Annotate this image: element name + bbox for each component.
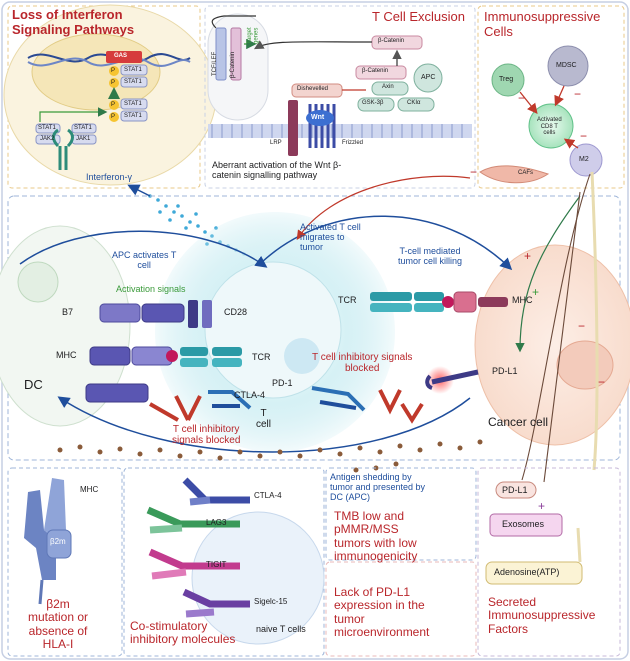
inhibitory-blocked-left: T cell inhibitory signals blocked	[172, 424, 241, 447]
stat1-label-2: STAT1	[124, 79, 142, 85]
beta-catenin-top-label: β-Catenin	[378, 38, 405, 44]
pd1-label: PD-1	[272, 378, 293, 388]
axin-label: Axin	[382, 84, 394, 90]
b2m-shape-label: β2m	[50, 537, 66, 546]
exosomes-label: Exosomes	[502, 519, 545, 529]
t-cell-label: T cell	[256, 408, 272, 431]
minus-m2: −	[580, 129, 588, 143]
frizzled-label: Frizzled	[342, 140, 364, 146]
stat1-receptor-left: STAT1	[38, 125, 56, 131]
m2-label: M2	[579, 156, 589, 163]
beta-catenin-nuclear-label: β-Catenin	[230, 51, 236, 78]
cafs-label: CAFs	[518, 170, 533, 176]
wnt-label: Wnt	[311, 114, 325, 121]
beta-catenin-complex-label: β-Catenin	[362, 68, 389, 74]
lack-pdl1-caption: Lack of PD-L1 expression in the tumor mi…	[334, 585, 430, 640]
stat1-label-4: STAT1	[124, 113, 142, 119]
b2m-mhc-label: MHC	[80, 485, 99, 494]
ctla4-bottom-label: CTLA-4	[254, 491, 282, 500]
activation-signals-label: Activation signals	[116, 284, 186, 294]
plus-green: +	[532, 285, 540, 299]
plus-red: +	[524, 249, 532, 263]
tmb-caption: TMB low and pMMR/MSS tumors with low imm…	[334, 509, 418, 564]
mhc-left-label: MHC	[56, 350, 77, 360]
jak2-label: JAK2	[40, 136, 55, 142]
apc-activates-label: APC activates T cell	[112, 250, 177, 271]
tcr-right-label: TCR	[338, 295, 357, 305]
costim-caption: Co-stimulatory inhibitory molecules	[130, 619, 236, 647]
wnt-pathway-caption: Aberrant activation of the Wnt β- cateni…	[212, 160, 342, 181]
tigit-label: TIGIT	[206, 560, 227, 569]
secreted-caption: Secreted Immunosuppressive Factors	[488, 595, 596, 636]
p-label-4: P	[111, 114, 116, 120]
p-label-1: P	[111, 68, 116, 74]
treg-label: Treg	[499, 76, 514, 83]
p-label-2: P	[111, 80, 116, 86]
cd28-label: CD28	[224, 307, 248, 317]
pdl1-label: PD-L1	[492, 366, 518, 376]
cancer-cell-label: Cancer cell	[488, 415, 549, 429]
minus-treg: −	[518, 91, 526, 105]
target-genes-label: Target genes	[247, 27, 260, 44]
cd8-t-cells-label: Activated CD8 T cells	[537, 117, 562, 137]
dc-label: DC	[24, 377, 43, 392]
mhc-right-label: MHC	[512, 295, 533, 305]
minus-mdsc: −	[574, 87, 582, 101]
antigen-shedding-label: Antigen shedding by tumor and presented …	[330, 472, 426, 503]
minus-cancer-2: −	[598, 375, 606, 389]
tcf-lef-label: TCF/LEF	[212, 51, 218, 76]
tumor-killing-label: T-cell mediated tumor cell killing	[398, 246, 463, 267]
naive-t-cells-label: naive T cells	[256, 624, 306, 634]
ck1a-label: CKIα	[407, 100, 421, 106]
b7-label: B7	[62, 307, 74, 317]
minus-cancer-1: −	[578, 319, 586, 333]
tcr-left-label: TCR	[252, 352, 271, 362]
stat1-label-3: STAT1	[124, 101, 142, 107]
gsk3b-label: GSK-3β	[362, 100, 384, 106]
suppressive-panel-title: Immunosuppressive Cells	[484, 9, 601, 39]
mdsc-label: MDSC	[556, 62, 577, 69]
stat1-label-1: STAT1	[124, 67, 142, 73]
p-label-3: P	[111, 102, 116, 108]
exclusion-panel-title: T Cell Exclusion	[372, 9, 465, 24]
minus-cafs: −	[470, 165, 478, 179]
stat1-receptor-right: STAT1	[74, 125, 92, 131]
dishevelled-label: Dishevelled	[297, 86, 329, 92]
pdl1-exosome-label: PD-L1	[502, 485, 528, 495]
gas-label: GAS	[114, 53, 128, 59]
apc-label: APC	[421, 74, 436, 81]
lag3-label: LAG3	[206, 518, 227, 527]
inhibitory-blocked-right: T cell inhibitory signals blocked	[312, 352, 413, 375]
ctla4-label: CTLA-4	[234, 390, 266, 400]
adenosine-label: Adenosine(ATP)	[494, 567, 560, 577]
interferon-panel-title: Loss of Interferon Signaling Pathways	[12, 7, 135, 37]
activated-migrates-label: Activated T cell migrates to tumor	[300, 222, 361, 253]
plus-exosome: +	[538, 499, 546, 513]
jak1-label: JAK1	[76, 136, 91, 142]
lrp-label: LRP	[270, 140, 282, 146]
siglec15-label: Sigelc-15	[254, 597, 288, 606]
interferon-gamma-label: Interferon-γ	[86, 172, 133, 182]
b2m-caption: β2m mutation or absence of HLA-I	[28, 597, 89, 652]
